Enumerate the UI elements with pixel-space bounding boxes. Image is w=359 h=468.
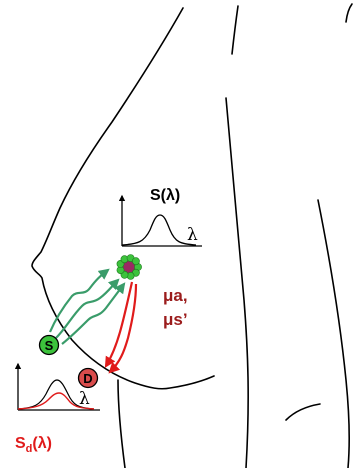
- optical-properties-line2: μs’: [163, 310, 188, 329]
- photon-path-green-1: [50, 270, 108, 332]
- photon-path-green-2: [56, 280, 118, 338]
- detected-spectrum-axis-label: λ: [79, 389, 90, 409]
- detected-spectrum-label-sub: d: [26, 443, 33, 455]
- optical-properties: μa, μs’: [163, 286, 188, 329]
- source-spectrum-axis-label: λ: [187, 225, 198, 245]
- absorber-cluster: [117, 255, 142, 280]
- torso-line-2: [226, 98, 248, 468]
- detector-marker: D: [79, 369, 98, 388]
- source-spectrum: S(λ) λ: [122, 187, 202, 246]
- detector-letter: D: [83, 371, 92, 386]
- torso-line-1: [232, 6, 238, 54]
- source-spectrum-curve: [122, 215, 196, 245]
- detected-spectrum-label-main: S: [15, 435, 26, 452]
- breast-contour: [32, 8, 214, 389]
- navel-mark: [286, 404, 320, 420]
- source-marker: S: [40, 336, 59, 355]
- absorber-dot: [132, 258, 139, 265]
- photon-path-red-1: [106, 282, 132, 366]
- source-spectrum-label: S(λ): [150, 187, 180, 204]
- photon-path-green-3: [62, 284, 124, 344]
- torso-line-3: [346, 4, 352, 22]
- detected-spectrum-label-tail: (λ): [32, 435, 52, 452]
- source-letter: S: [45, 338, 54, 353]
- torso-line-4: [318, 200, 349, 468]
- detected-spectrum-label: Sd(λ): [15, 435, 52, 455]
- detector-photon-path: [106, 282, 136, 372]
- underarm-contour: [118, 380, 125, 468]
- optical-properties-line1: μa,: [163, 286, 188, 305]
- source-photon-paths: [50, 270, 124, 344]
